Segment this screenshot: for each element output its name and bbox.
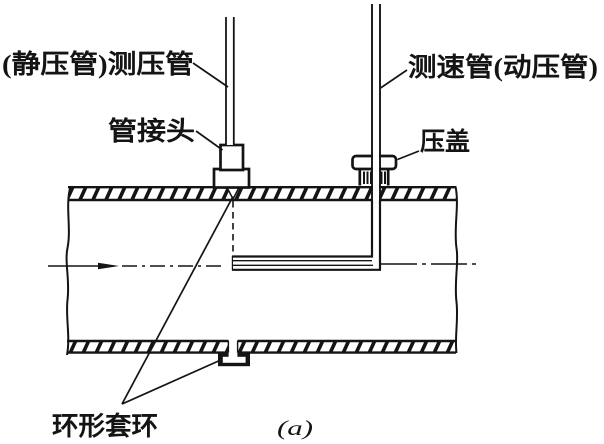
leader-lines [121, 62, 420, 405]
label-pipe-joint: 管接头 [108, 117, 195, 146]
pipe-wall-bottom [67, 339, 456, 354]
figure-caption: (a) [277, 416, 313, 440]
leader-ring-collar-top [121, 196, 234, 405]
static-tap-hole [226, 188, 240, 254]
velocity-tube [371, 4, 381, 200]
flow-arrow-icon [98, 262, 119, 270]
pitot-tube-inside [231, 199, 382, 271]
pipe-break-edge-left [65, 186, 72, 356]
leader-velocity-tube [380, 69, 408, 89]
label-ring-collar: 环形套环 [52, 412, 158, 441]
pipe-joint-fitting [212, 143, 251, 189]
pipe-centerline [48, 262, 478, 270]
leader-ring-collar-bottom [121, 360, 219, 405]
static-pressure-tube [225, 17, 235, 146]
label-static-pressure-tube: (静压管)测压管 [2, 49, 194, 79]
leader-gland [397, 150, 420, 161]
ring-collar-bottom [218, 339, 250, 367]
label-gland: 压盖 [420, 127, 470, 156]
leader-pipe-joint [195, 130, 223, 151]
pipe-break-edge-right [454, 186, 459, 354]
leader-static-pressure [192, 62, 229, 88]
label-velocity-tube: 测速管(动压管) [408, 53, 598, 82]
pipe-wall-top [68, 185, 456, 202]
